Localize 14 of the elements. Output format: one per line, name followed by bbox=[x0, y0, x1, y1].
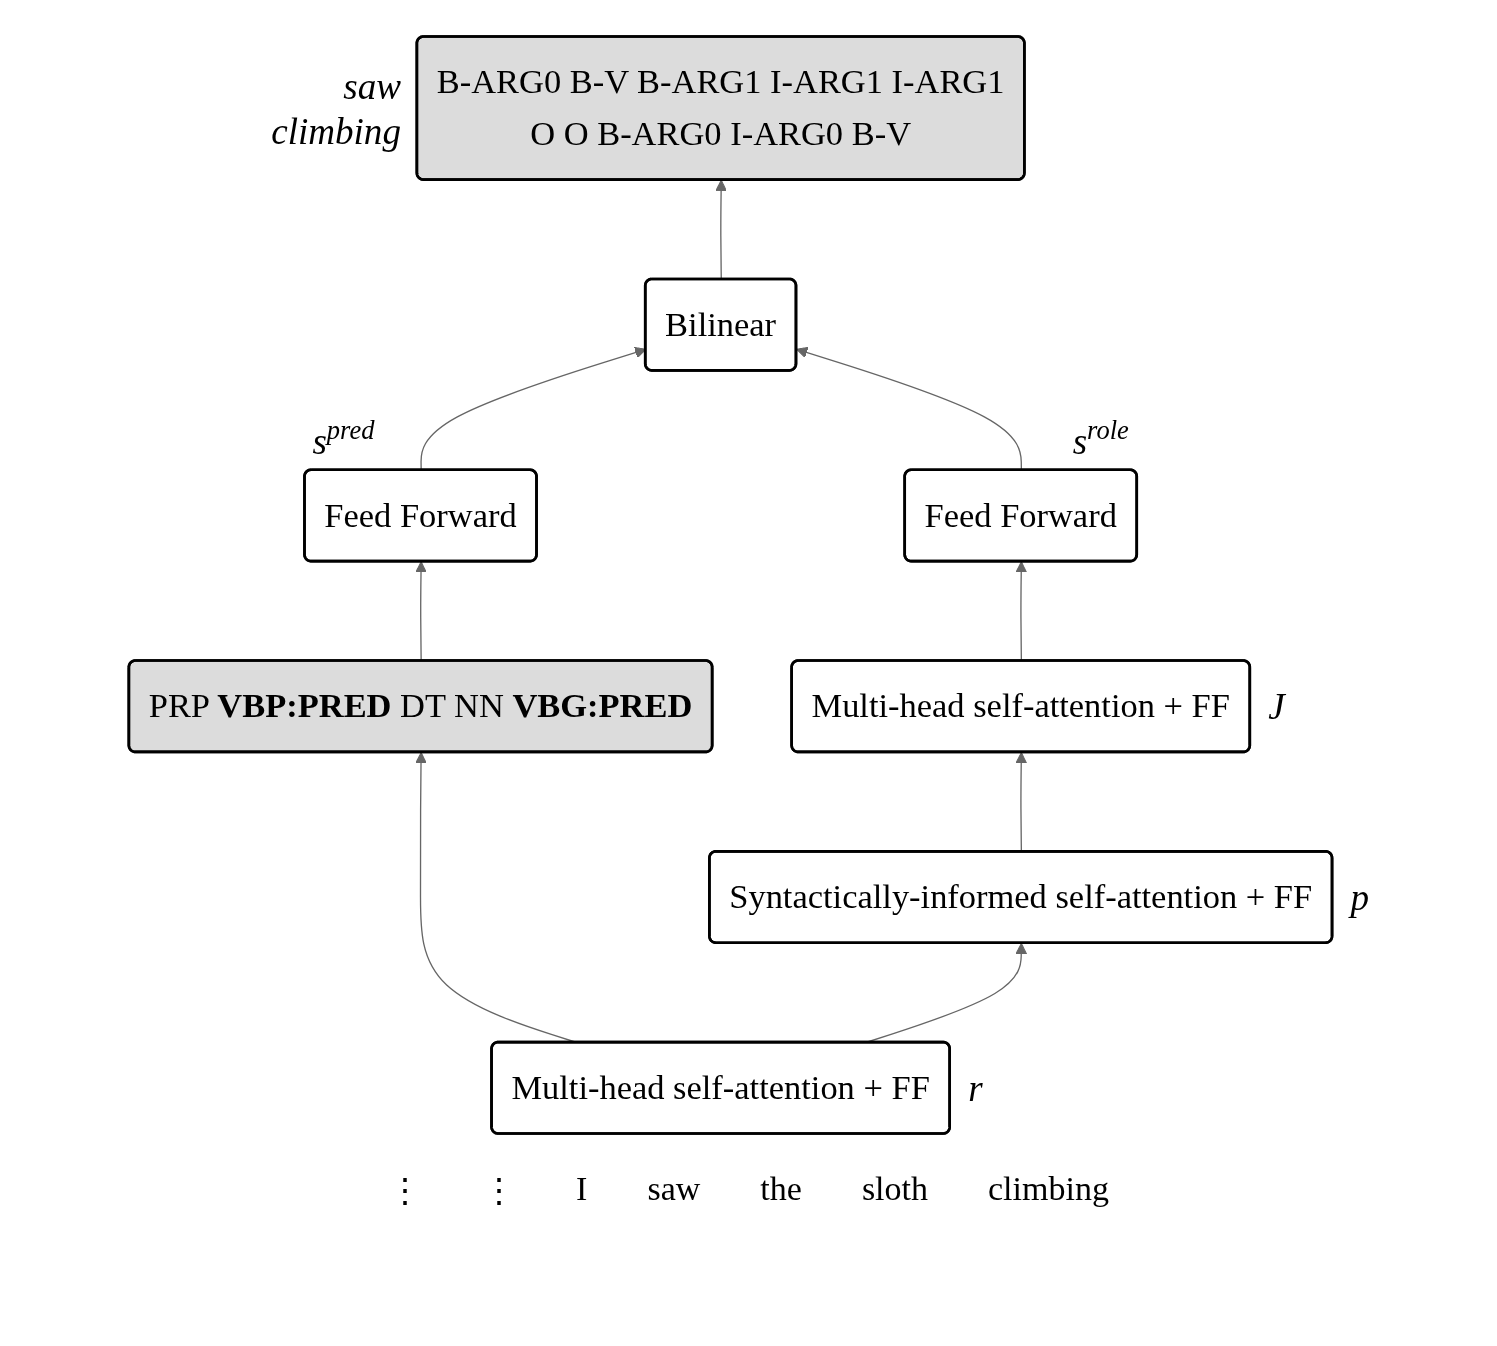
label-text: I bbox=[576, 1170, 588, 1209]
side-label: saw bbox=[342, 65, 401, 107]
label-text: the bbox=[760, 1170, 802, 1209]
label-text: climbing bbox=[988, 1170, 1109, 1209]
side-label: J bbox=[1267, 686, 1285, 728]
side-label: p bbox=[1350, 877, 1369, 919]
label-text: ⋮ bbox=[482, 1171, 517, 1210]
side-label: s$^{pred}$ bbox=[311, 414, 374, 462]
side-label: r bbox=[967, 1068, 983, 1110]
label-text: sloth bbox=[861, 1170, 928, 1209]
label-text: saw bbox=[647, 1170, 701, 1209]
side-label: s$^{role}$ bbox=[1072, 414, 1129, 462]
label-text: ⋮ bbox=[388, 1171, 423, 1210]
side-label: climbing bbox=[270, 110, 401, 152]
